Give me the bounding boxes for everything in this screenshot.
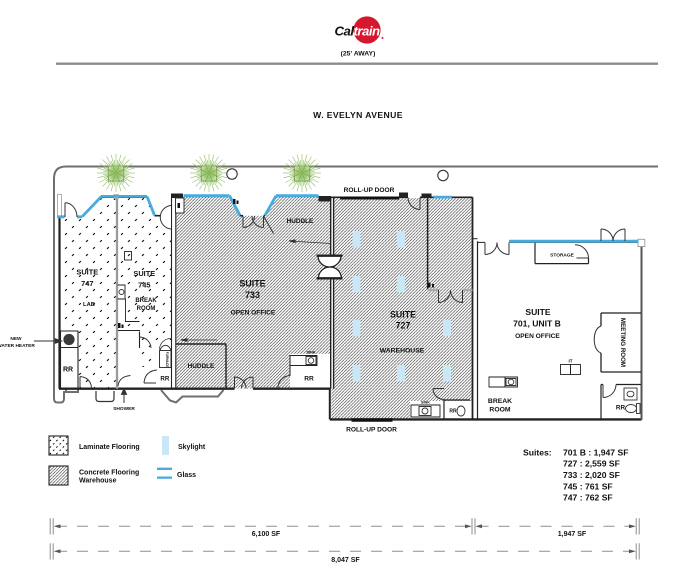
svg-text:733: 733 bbox=[245, 290, 260, 300]
svg-text:733 : 2,020 SF: 733 : 2,020 SF bbox=[563, 470, 620, 480]
svg-text:Concrete Flooring: Concrete Flooring bbox=[79, 470, 139, 477]
svg-text:ROOM: ROOM bbox=[137, 306, 156, 312]
svg-text:RR: RR bbox=[63, 366, 73, 373]
svg-text:ROLL-UP DOOR: ROLL-UP DOOR bbox=[344, 187, 395, 194]
svg-text:IT: IT bbox=[568, 359, 572, 364]
svg-text:ROLL-UP DOOR: ROLL-UP DOOR bbox=[346, 426, 397, 433]
svg-text:ROOM: ROOM bbox=[489, 407, 510, 414]
svg-text:1,947 SF: 1,947 SF bbox=[558, 531, 587, 538]
svg-text:727 : 2,559 SF: 727 : 2,559 SF bbox=[563, 459, 620, 469]
svg-text:SINK: SINK bbox=[421, 401, 430, 405]
svg-text:SUITE: SUITE bbox=[525, 307, 551, 317]
svg-text:BREAK: BREAK bbox=[488, 398, 512, 405]
svg-text:OPEN OFFICE: OPEN OFFICE bbox=[231, 310, 276, 317]
svg-text:Warehouse: Warehouse bbox=[79, 478, 117, 485]
svg-text:Glass: Glass bbox=[177, 472, 196, 479]
svg-text:WAREHOUSE: WAREHOUSE bbox=[380, 348, 425, 355]
svg-text:701 B : 1,947 SF: 701 B : 1,947 SF bbox=[563, 447, 628, 457]
svg-text:RR: RR bbox=[160, 375, 169, 382]
svg-text:745 : 761 SF: 745 : 761 SF bbox=[563, 481, 613, 491]
svg-text:SUITE: SUITE bbox=[390, 309, 416, 319]
svg-text:Caltrain: Caltrain bbox=[335, 23, 381, 38]
svg-text:FURNACE: FURNACE bbox=[165, 352, 169, 368]
svg-text:SUITE: SUITE bbox=[240, 279, 266, 289]
svg-text:LAB: LAB bbox=[83, 302, 95, 308]
svg-text:HUDDLE: HUDDLE bbox=[287, 218, 314, 225]
svg-text:747 : 762 SF: 747 : 762 SF bbox=[563, 493, 613, 503]
svg-text:STORAGE: STORAGE bbox=[550, 253, 574, 259]
svg-text:OPEN OFFICE: OPEN OFFICE bbox=[515, 333, 560, 340]
svg-text:SUITE: SUITE bbox=[133, 269, 155, 278]
svg-text:Laminate Flooring: Laminate Flooring bbox=[79, 444, 140, 451]
svg-text:SUITE: SUITE bbox=[76, 268, 98, 277]
svg-text:8,047 SF: 8,047 SF bbox=[331, 557, 360, 564]
svg-text:SHOWER: SHOWER bbox=[113, 406, 135, 412]
svg-text:HUDDLE: HUDDLE bbox=[188, 363, 215, 370]
svg-text:SINK: SINK bbox=[306, 351, 315, 355]
svg-text:W. EVELYN AVENUE: W. EVELYN AVENUE bbox=[313, 110, 403, 120]
svg-text:WATER HEATER: WATER HEATER bbox=[0, 343, 35, 349]
svg-text:745: 745 bbox=[138, 281, 150, 290]
svg-text:NEW: NEW bbox=[10, 336, 22, 342]
svg-text:747: 747 bbox=[81, 279, 93, 288]
svg-text:RR: RR bbox=[449, 409, 457, 415]
svg-text:6,100 SF: 6,100 SF bbox=[252, 531, 281, 538]
svg-text:Suites:: Suites: bbox=[523, 447, 552, 457]
svg-text:727: 727 bbox=[396, 321, 411, 331]
svg-text:701, UNIT B: 701, UNIT B bbox=[513, 318, 561, 328]
svg-text:RR: RR bbox=[616, 405, 626, 412]
svg-text:RR: RR bbox=[304, 376, 314, 383]
svg-text:BREAK: BREAK bbox=[135, 298, 157, 304]
svg-text:Skylight: Skylight bbox=[178, 444, 206, 451]
svg-text:MEETING ROOM: MEETING ROOM bbox=[619, 318, 626, 367]
svg-text:(25' AWAY): (25' AWAY) bbox=[341, 51, 376, 58]
